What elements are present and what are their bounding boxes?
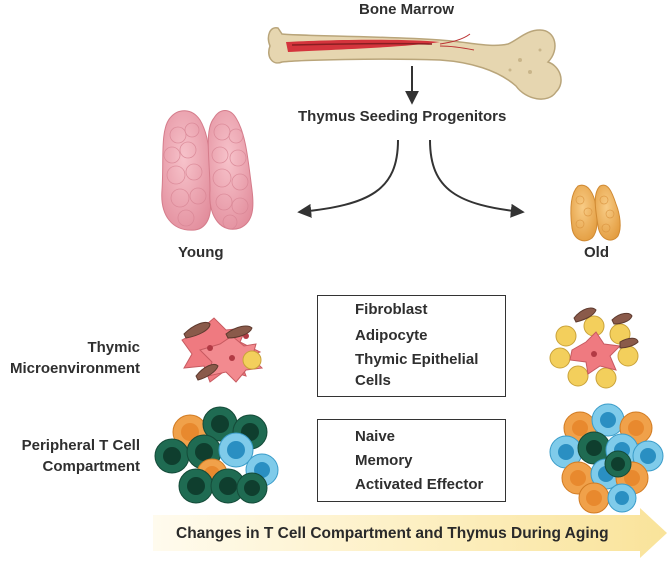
compartment-label: Compartment (42, 458, 140, 475)
arrow-to-young (297, 139, 399, 218)
stroma-legend (317, 295, 506, 397)
bone-marrow-label: Bone Marrow (359, 1, 455, 18)
aging-banner-text: Changes in T Cell Compartment and Thymus… (176, 525, 609, 542)
legend-naive: Naive (355, 428, 396, 445)
old-label: Old (584, 244, 609, 261)
young-tcell-cluster (154, 406, 279, 504)
legend-adipocyte: Adipocyte (355, 327, 428, 344)
peripheral-tcell-label: Peripheral T Cell (21, 437, 140, 454)
legend-memory: Memory (355, 452, 413, 469)
tcell-legend (317, 419, 506, 502)
legend-cells: Cells (355, 372, 391, 389)
legend-activated-effector: Activated Effector (355, 476, 484, 493)
old-microenvironment-cluster (549, 307, 639, 389)
legend-thymic-epithelial: Thymic Epithelial (355, 351, 479, 368)
young-label: Young (178, 244, 224, 261)
legend-fibroblast: Fibroblast (355, 301, 428, 318)
tsp-label: Thymus Seeding Progenitors (298, 108, 507, 125)
old-thymus-icon (570, 184, 621, 242)
thymic-label: Thymic (87, 339, 140, 356)
young-thymus-icon (161, 110, 254, 231)
aging-banner-arrow (153, 508, 667, 558)
arrow-to-old (429, 139, 525, 218)
old-tcell-cluster (549, 403, 664, 514)
bone-marrow-icon (267, 27, 562, 100)
microenvironment-label: Microenvironment (10, 360, 141, 377)
young-microenvironment-cluster (181, 317, 264, 383)
